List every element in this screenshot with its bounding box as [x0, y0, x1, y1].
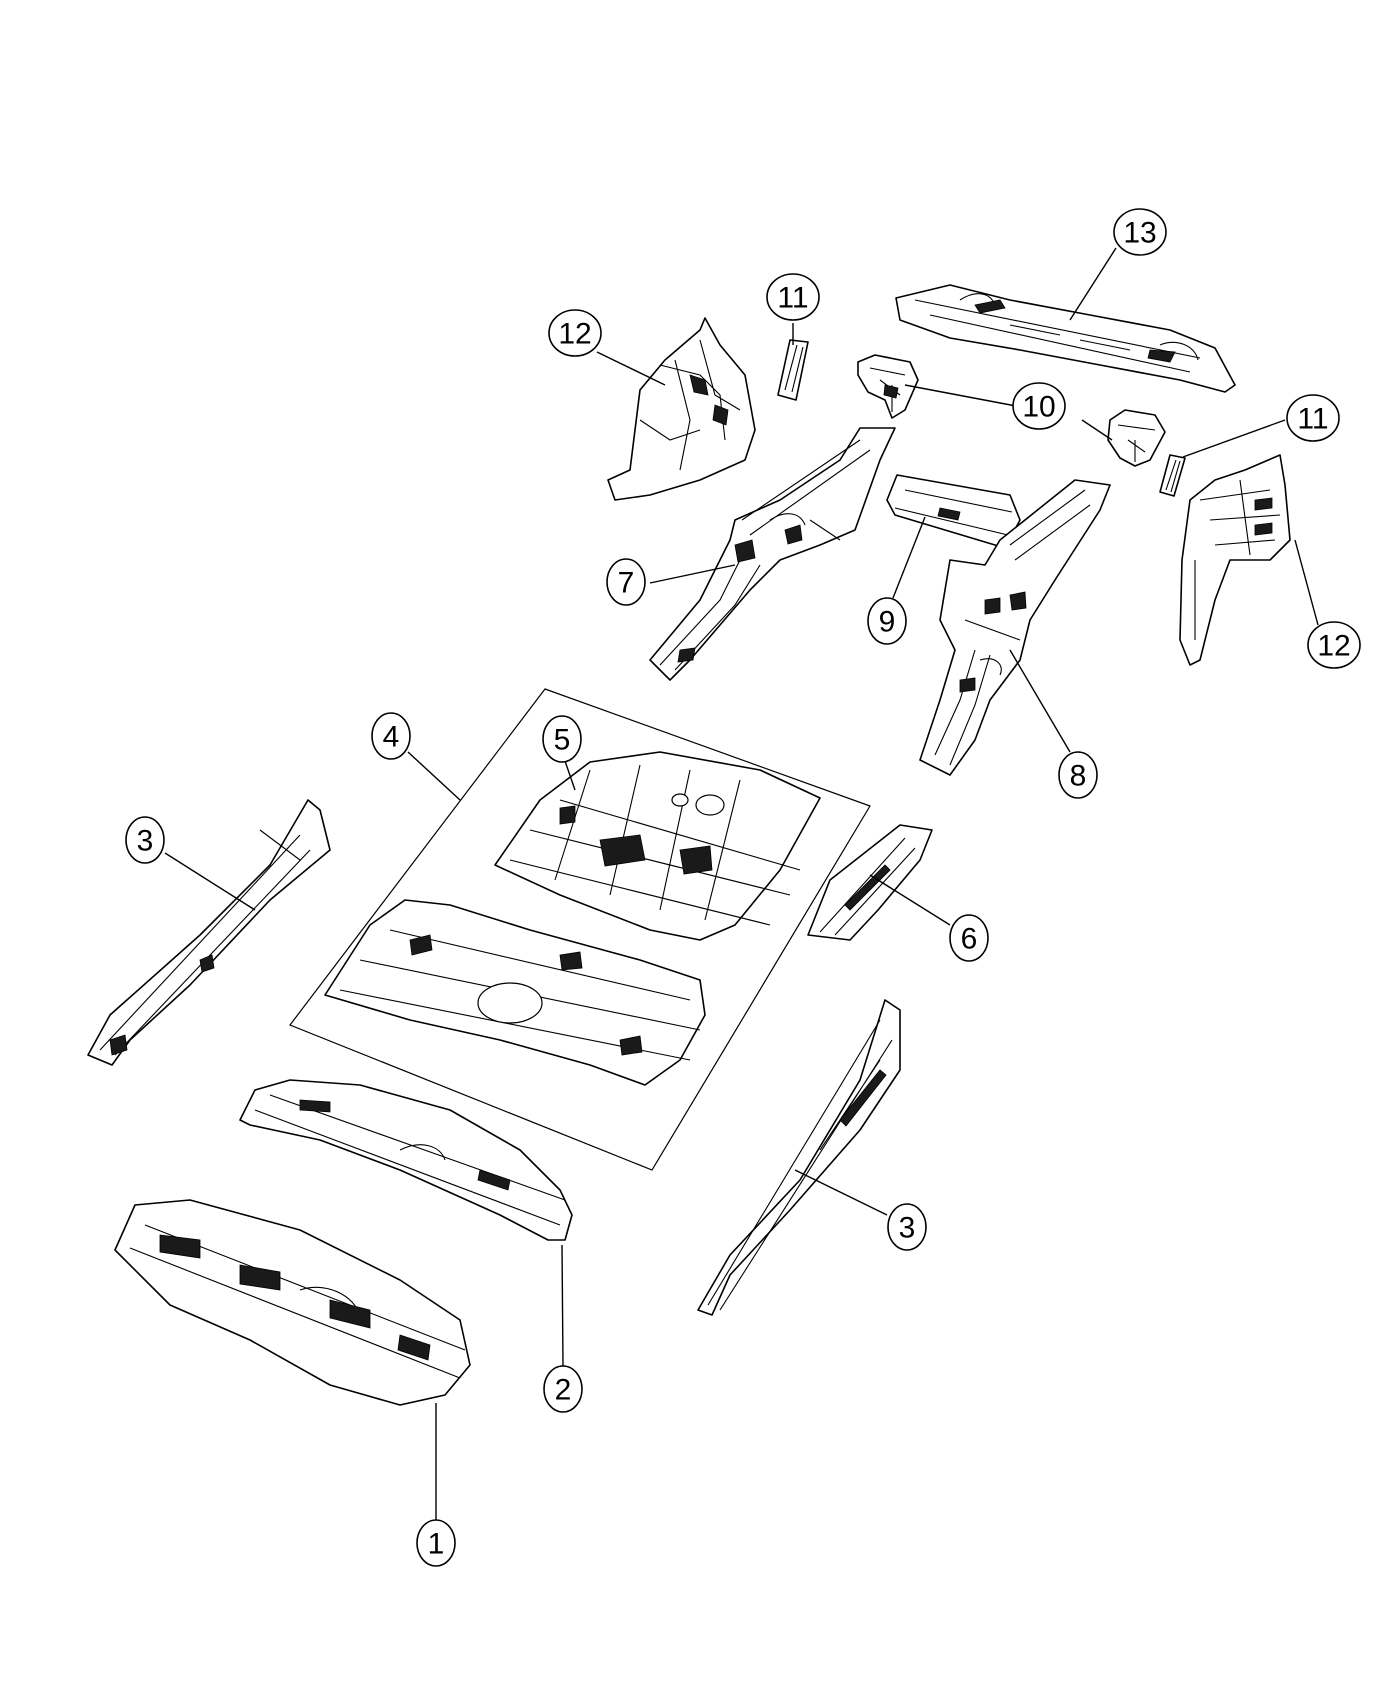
callout-7: 7	[606, 558, 646, 606]
callout-11-right: 11	[1286, 394, 1340, 442]
callout-1: 1	[416, 1519, 456, 1567]
part-11-right-reinforcement	[1159, 454, 1186, 497]
callout-6: 6	[949, 914, 989, 962]
callout-9-label: 9	[879, 606, 896, 639]
part-12-right-wheelhouse	[1179, 454, 1291, 666]
part-7-left-rear-rail	[649, 427, 896, 681]
callout-3-right: 3	[887, 1203, 927, 1251]
part-4-rear-floor-assembly	[324, 899, 706, 1086]
part-10-right-bracket	[1107, 409, 1166, 467]
callout-5: 5	[542, 715, 582, 763]
part-6-crossmember-strip	[807, 824, 933, 941]
part-11-left-reinforcement	[777, 339, 809, 401]
callout-10: 10	[1012, 382, 1066, 430]
leader-lines	[164, 247, 1319, 1520]
callout-12-left-label: 12	[558, 318, 591, 351]
callout-13-label: 13	[1123, 217, 1156, 250]
callout-4-label: 4	[383, 721, 400, 754]
callout-3-right-label: 3	[899, 1212, 916, 1245]
callout-8: 8	[1058, 751, 1098, 799]
part-3-right-sill	[697, 999, 901, 1316]
callout-9: 9	[867, 597, 907, 645]
callout-4: 4	[371, 712, 411, 760]
callout-2-label: 2	[555, 1374, 572, 1407]
callout-5-label: 5	[554, 724, 571, 757]
assembly-frame-4	[289, 688, 871, 1171]
callout-3-left: 3	[125, 816, 165, 864]
callout-6-label: 6	[961, 923, 978, 956]
callout-12-right-label: 12	[1317, 630, 1350, 663]
part-2-crossmember	[239, 1079, 573, 1241]
callout-3-left-label: 3	[137, 825, 154, 858]
part-3-left-sill	[87, 799, 331, 1066]
callout-7-label: 7	[618, 567, 635, 600]
callout-12-right: 12	[1307, 621, 1361, 669]
part-10-left-bracket	[857, 354, 919, 419]
callout-8-label: 8	[1070, 760, 1087, 793]
callout-2: 2	[543, 1365, 583, 1413]
part-12-left-wheelhouse	[607, 317, 756, 501]
callout-1-label: 1	[428, 1528, 445, 1561]
callout-12-left: 12	[548, 309, 602, 357]
callout-11-left: 11	[766, 273, 820, 321]
part-8-right-rear-rail	[919, 479, 1111, 776]
callout-11-left-label: 11	[777, 282, 808, 315]
callout-11-right-label: 11	[1297, 403, 1328, 436]
part-13-rear-crossmember	[895, 284, 1236, 393]
part-1-front-crossmember	[114, 1199, 471, 1406]
callout-13: 13	[1113, 208, 1167, 256]
callout-10-label: 10	[1022, 391, 1055, 424]
part-5-rear-floor-pan	[494, 751, 821, 941]
part-9-crossmember	[886, 474, 1021, 549]
